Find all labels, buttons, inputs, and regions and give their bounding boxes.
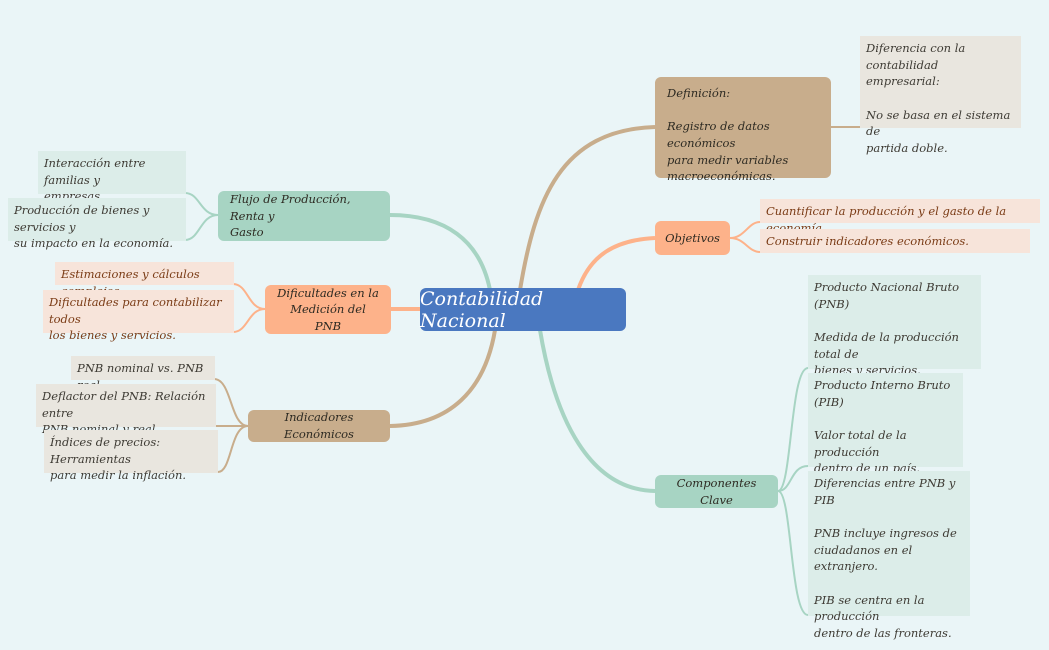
sub-dificultades-estimaciones[interactable]: Estimaciones y cálculos complejos. bbox=[55, 262, 234, 298]
sub-indicadores-nominal[interactable]: PNB nominal vs. PNB real. bbox=[71, 356, 215, 392]
sub-componentes-diferencias[interactable]: Diferencias entre PNB y PIB PNB incluye … bbox=[808, 471, 970, 640]
topic-componentes[interactable]: Componentes Clave bbox=[655, 475, 778, 508]
topic-indicadores[interactable]: Indicadores Económicos bbox=[248, 410, 390, 442]
link-indicadores bbox=[389, 329, 497, 428]
link-componentes bbox=[538, 329, 656, 493]
sub-flujo-interaccion[interactable]: Interacción entre familias y empresas. bbox=[38, 151, 186, 203]
sub-flujo-produccion[interactable]: Producción de bienes y servicios y su im… bbox=[8, 198, 186, 250]
sub-componentes-pnb[interactable]: Producto Nacional Bruto (PNB) Medida de … bbox=[808, 275, 981, 377]
sub-objetivos-cuantificar[interactable]: Cuantificar la producción y el gasto de … bbox=[760, 199, 1040, 235]
topic-objetivos[interactable]: Objetivos bbox=[655, 221, 730, 255]
sub-indicadores-deflactor[interactable]: Deflactor del PNB: Relación entre PNB no… bbox=[36, 384, 216, 436]
topic-dificultades[interactable]: Dificultades en la Medición del PNB bbox=[265, 285, 391, 334]
link-objetivos bbox=[576, 236, 656, 291]
sub-componentes-pib[interactable]: Producto Interno Bruto (PIB) Valor total… bbox=[808, 373, 963, 475]
topic-flujo[interactable]: Flujo de Producción, Renta y Gasto bbox=[218, 191, 390, 241]
sub-definicion-diferencia[interactable]: Diferencia con la contabilidad empresari… bbox=[860, 36, 1021, 155]
sub-dificultades-contabilizar[interactable]: Dificultades para contabilizar todos los… bbox=[43, 290, 234, 342]
sub-objetivos-indicadores[interactable]: Construir indicadores económicos. bbox=[760, 229, 1030, 253]
link-flujo bbox=[389, 213, 492, 291]
sub-indicadores-precios[interactable]: Índices de precios: Herramientas para me… bbox=[44, 430, 218, 482]
topic-definicion[interactable]: Definición: Registro de datos económicos… bbox=[655, 77, 831, 183]
central-topic[interactable]: Contabilidad Nacional bbox=[420, 288, 626, 332]
link-definicion bbox=[518, 125, 656, 291]
